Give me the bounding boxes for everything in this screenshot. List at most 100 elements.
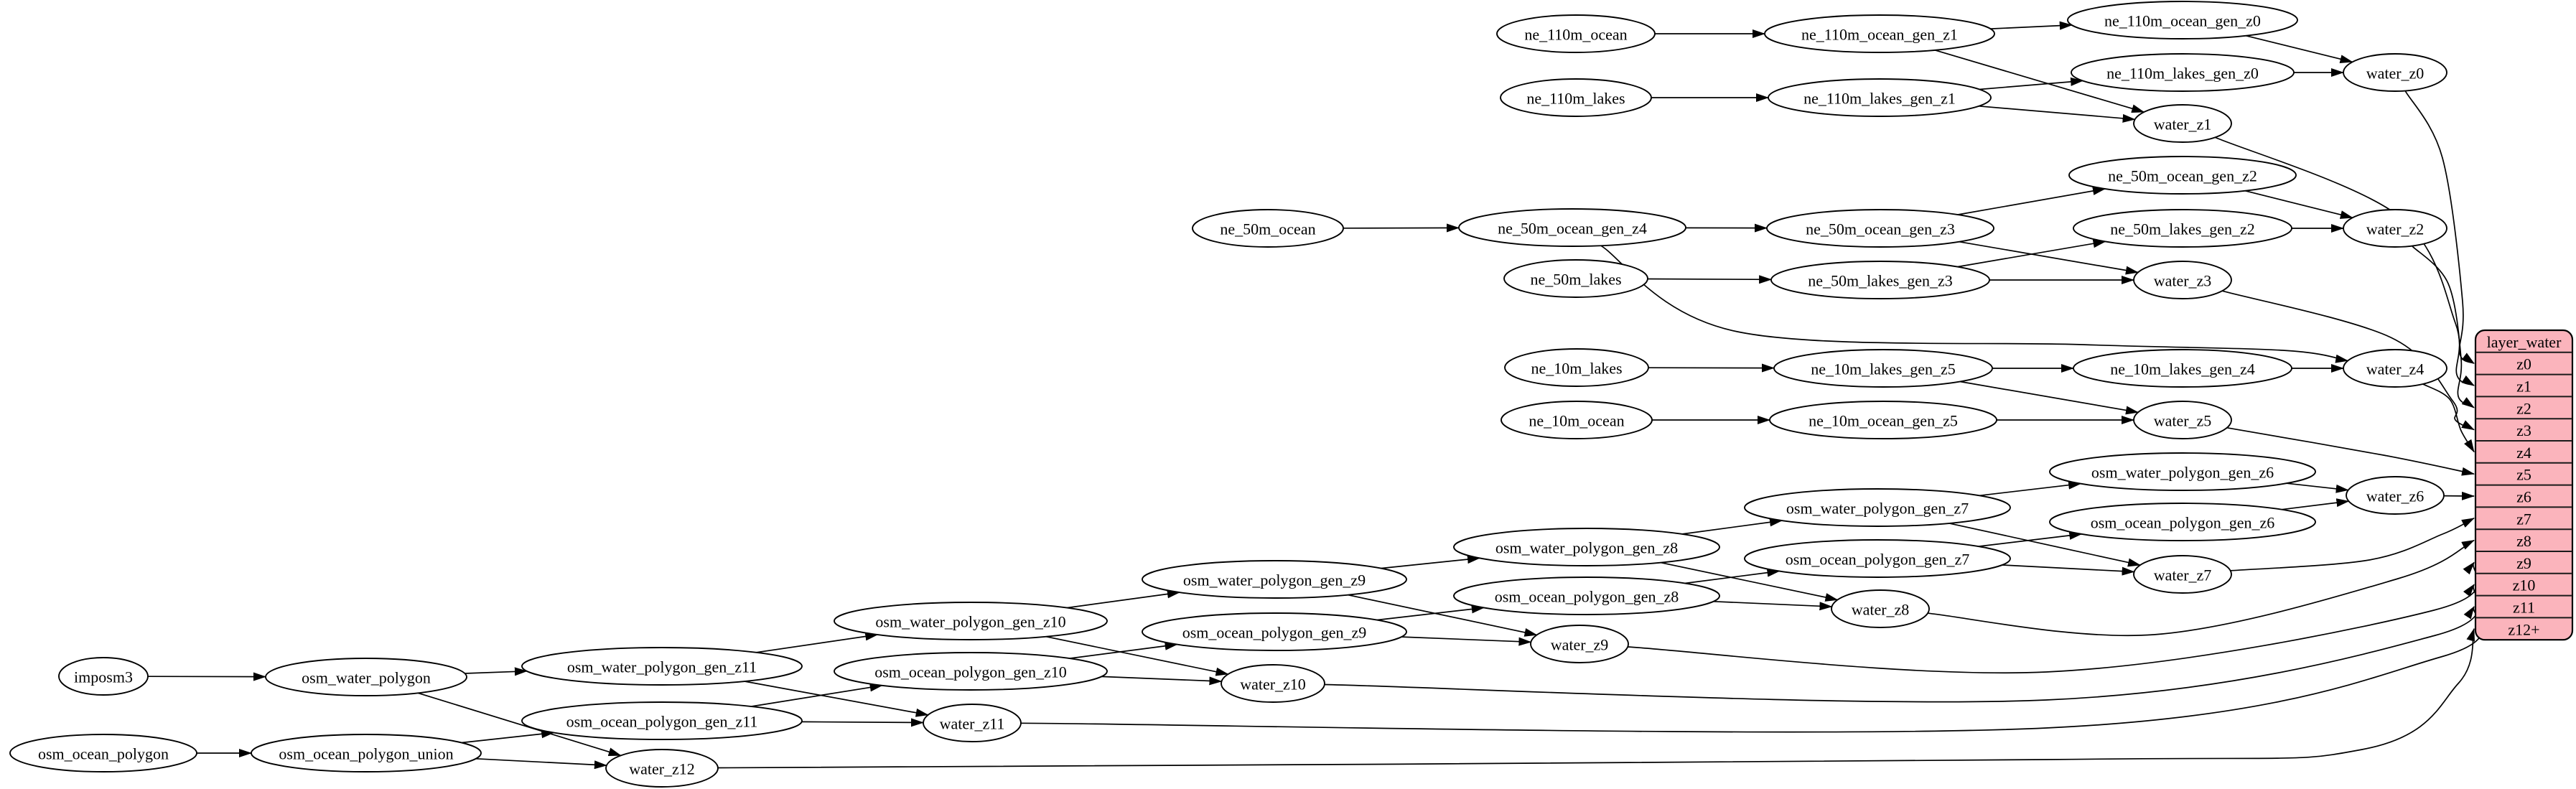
node-label-osm_ocean_polygon_gen_z7: osm_ocean_polygon_gen_z7: [1786, 551, 1970, 569]
edge-ne_50m_ocean_gen_z2-to-water_z2: [2244, 190, 2353, 219]
node-label-water_z1: water_z1: [2154, 116, 2212, 134]
node-shape-water_z8: [1831, 589, 1930, 628]
edge-ne_110m_ocean_gen_z1-to-ne_110m_ocean_gen_z0: [1990, 21, 2073, 30]
edge-osm_water_polygon_gen_z9-to-water_z9: [1347, 594, 1538, 637]
node-osm_water_polygon_gen_z9: osm_water_polygon_gen_z9: [1142, 560, 1407, 599]
layer-water-table-title: layer_water: [2487, 333, 2562, 351]
edge-osm_ocean_polygon_gen_z9-to-osm_ocean_polygon_gen_z8: [1376, 604, 1485, 621]
node-ne_110m_lakes_gen_z1: ne_110m_lakes_gen_z1: [1768, 78, 1992, 117]
node-imposm3: imposm3: [58, 657, 149, 696]
node-label-ne_10m_ocean: ne_10m_ocean: [1529, 412, 1624, 430]
node-shape-water_z9: [1530, 625, 1629, 663]
edge-water_z7-to-layer_water-z7: [2230, 518, 2475, 571]
node-label-ne_50m_lakes: ne_50m_lakes: [1530, 271, 1621, 289]
node-label-osm_ocean_polygon_union: osm_ocean_polygon_union: [279, 745, 453, 763]
table-row-z5: z5: [2516, 466, 2531, 484]
table-row-z12+: z12+: [2508, 620, 2539, 638]
edge-osm_water_polygon-to-water_z12: [417, 692, 622, 757]
edge-osm_ocean_polygon_gen_z9-to-water_z9: [1401, 636, 1532, 646]
edge-water_z12-to-layer_water-z12+: [717, 627, 2475, 769]
node-ne_50m_ocean_gen_z4: ne_50m_ocean_gen_z4: [1458, 208, 1686, 247]
edge-water_z8-to-layer_water-z8: [1927, 539, 2475, 637]
node-label-water_z4: water_z4: [2366, 360, 2425, 378]
node-label-water_z9: water_z9: [1551, 636, 1609, 654]
node-water_z8: water_z8: [1831, 589, 1930, 628]
node-water_z4: water_z4: [2343, 349, 2447, 388]
layer-water-table: layer_waterz0z1z2z3z4z5z6z7z8z9z10z11z12…: [2474, 329, 2574, 641]
node-shape-water_z6: [2346, 476, 2445, 515]
table-row-z2: z2: [2516, 399, 2531, 417]
node-ne_10m_lakes_gen_z4: ne_10m_lakes_gen_z4: [2073, 349, 2292, 388]
node-water_z11: water_z11: [923, 704, 1022, 742]
edge-ne_110m_ocean_gen_z0-to-water_z0: [2245, 34, 2353, 64]
node-shape-water_z4: [2343, 349, 2447, 388]
node-ne_10m_ocean_gen_z5: ne_10m_ocean_gen_z5: [1769, 401, 1997, 439]
node-shape-osm_ocean_polygon: [9, 734, 197, 772]
edge-osm_water_polygon_gen_z6-to-water_z6: [2286, 482, 2349, 493]
table-row-z10: z10: [2513, 576, 2536, 594]
edge-osm_water_polygon_gen_z8-to-water_z8: [1660, 561, 1839, 602]
edge-osm_ocean_polygon_gen_z11-to-osm_ocean_polygon_gen_z10: [751, 683, 883, 707]
node-label-osm_water_polygon_gen_z6: osm_water_polygon_gen_z6: [2091, 464, 2274, 482]
node-shape-ne_10m_ocean_gen_z5: [1769, 401, 1997, 439]
node-label-osm_water_polygon: osm_water_polygon: [302, 669, 431, 687]
node-label-osm_water_polygon_gen_z7: osm_water_polygon_gen_z7: [1786, 500, 1969, 518]
node-label-ne_50m_ocean_gen_z4: ne_50m_ocean_gen_z4: [1498, 220, 1647, 238]
node-shape-osm_ocean_polygon_gen_z9: [1142, 612, 1407, 651]
node-shape-osm_water_polygon_gen_z6: [2049, 452, 2316, 491]
node-label-osm_water_polygon_gen_z10: osm_water_polygon_gen_z10: [875, 613, 1065, 631]
node-ne_10m_ocean: ne_10m_ocean: [1501, 401, 1653, 439]
node-label-water_z3: water_z3: [2154, 272, 2212, 290]
node-shape-osm_ocean_polygon_gen_z8: [1453, 576, 1720, 615]
node-shape-ne_50m_lakes_gen_z2: [2073, 209, 2292, 248]
node-ne_110m_ocean: ne_110m_ocean: [1496, 14, 1656, 53]
node-label-ne_50m_ocean_gen_z2: ne_50m_ocean_gen_z2: [2108, 167, 2257, 185]
edge-ne_50m_lakes_gen_z3-to-ne_50m_lakes_gen_z2: [1957, 239, 2106, 268]
edge-osm_water_polygon-to-osm_water_polygon_gen_z11: [465, 667, 528, 676]
node-ne_50m_ocean_gen_z2: ne_50m_ocean_gen_z2: [2068, 156, 2297, 195]
node-label-ne_50m_lakes_gen_z3: ne_50m_lakes_gen_z3: [1808, 272, 1953, 290]
node-label-osm_ocean_polygon_gen_z6: osm_ocean_polygon_gen_z6: [2091, 514, 2275, 532]
node-ne_50m_lakes: ne_50m_lakes: [1503, 259, 1648, 298]
node-shape-ne_110m_ocean_gen_z1: [1764, 14, 1995, 53]
node-shape-ne_110m_ocean_gen_z0: [2067, 1, 2298, 39]
node-label-osm_ocean_polygon_gen_z8: osm_ocean_polygon_gen_z8: [1495, 588, 1679, 606]
edge-ne_110m_lakes_gen_z1-to-ne_110m_lakes_gen_z0: [1979, 77, 2084, 90]
node-label-water_z10: water_z10: [1240, 676, 1306, 694]
edge-osm_water_polygon_gen_z10-to-water_z10: [1045, 635, 1229, 676]
node-osm_ocean_polygon_gen_z9: osm_ocean_polygon_gen_z9: [1142, 612, 1407, 651]
edge-osm_water_polygon_gen_z11-to-water_z11: [744, 681, 929, 717]
node-label-water_z11: water_z11: [940, 715, 1005, 733]
node-shape-ne_50m_ocean_gen_z2: [2068, 156, 2297, 195]
node-label-ne_10m_lakes_gen_z5: ne_10m_lakes_gen_z5: [1811, 360, 1956, 378]
node-ne_10m_lakes: ne_10m_lakes: [1504, 348, 1649, 387]
table-row-z3: z3: [2516, 421, 2531, 439]
node-label-osm_ocean_polygon_gen_z11: osm_ocean_polygon_gen_z11: [566, 713, 758, 731]
node-water_z7: water_z7: [2133, 555, 2232, 594]
edge-osm_ocean_polygon_gen_z7-to-water_z7: [2002, 564, 2135, 576]
node-shape-ne_110m_lakes_gen_z0: [2071, 53, 2295, 92]
node-shape-osm_ocean_polygon_gen_z6: [2049, 503, 2316, 541]
node-label-ne_110m_lakes: ne_110m_lakes: [1526, 90, 1625, 108]
node-shape-water_z10: [1221, 664, 1325, 703]
edge-osm_water_polygon_gen_z10-to-osm_water_polygon_gen_z9: [1067, 589, 1180, 609]
edge-ne_110m_ocean_gen_z1-to-water_z1: [1934, 49, 2145, 113]
edge-osm_ocean_polygon_gen_z7-to-osm_ocean_polygon_gen_z6: [1978, 531, 2083, 547]
node-shape-osm_water_polygon_gen_z9: [1142, 560, 1407, 599]
edge-water_z11-to-layer_water-z11: [1020, 606, 2483, 733]
node-water_z1: water_z1: [2133, 104, 2232, 143]
node-label-water_z2: water_z2: [2366, 220, 2425, 238]
node-label-ne_10m_ocean_gen_z5: ne_10m_ocean_gen_z5: [1809, 412, 1958, 430]
node-ne_110m_lakes: ne_110m_lakes: [1500, 78, 1652, 117]
table-row-z1: z1: [2516, 378, 2531, 396]
node-label-osm_water_polygon_gen_z9: osm_water_polygon_gen_z9: [1183, 571, 1366, 589]
node-label-ne_50m_ocean_gen_z3: ne_50m_ocean_gen_z3: [1806, 220, 1955, 238]
node-water_z3: water_z3: [2133, 261, 2232, 299]
node-label-osm_ocean_polygon: osm_ocean_polygon: [38, 745, 169, 763]
node-shape-osm_ocean_polygon_union: [251, 734, 482, 772]
node-shape-ne_50m_ocean: [1192, 209, 1344, 248]
edge-water_z5-to-layer_water-z5: [2226, 426, 2475, 476]
node-shape-ne_10m_lakes_gen_z4: [2073, 349, 2292, 388]
node-label-ne_50m_lakes_gen_z2: ne_50m_lakes_gen_z2: [2110, 220, 2255, 238]
